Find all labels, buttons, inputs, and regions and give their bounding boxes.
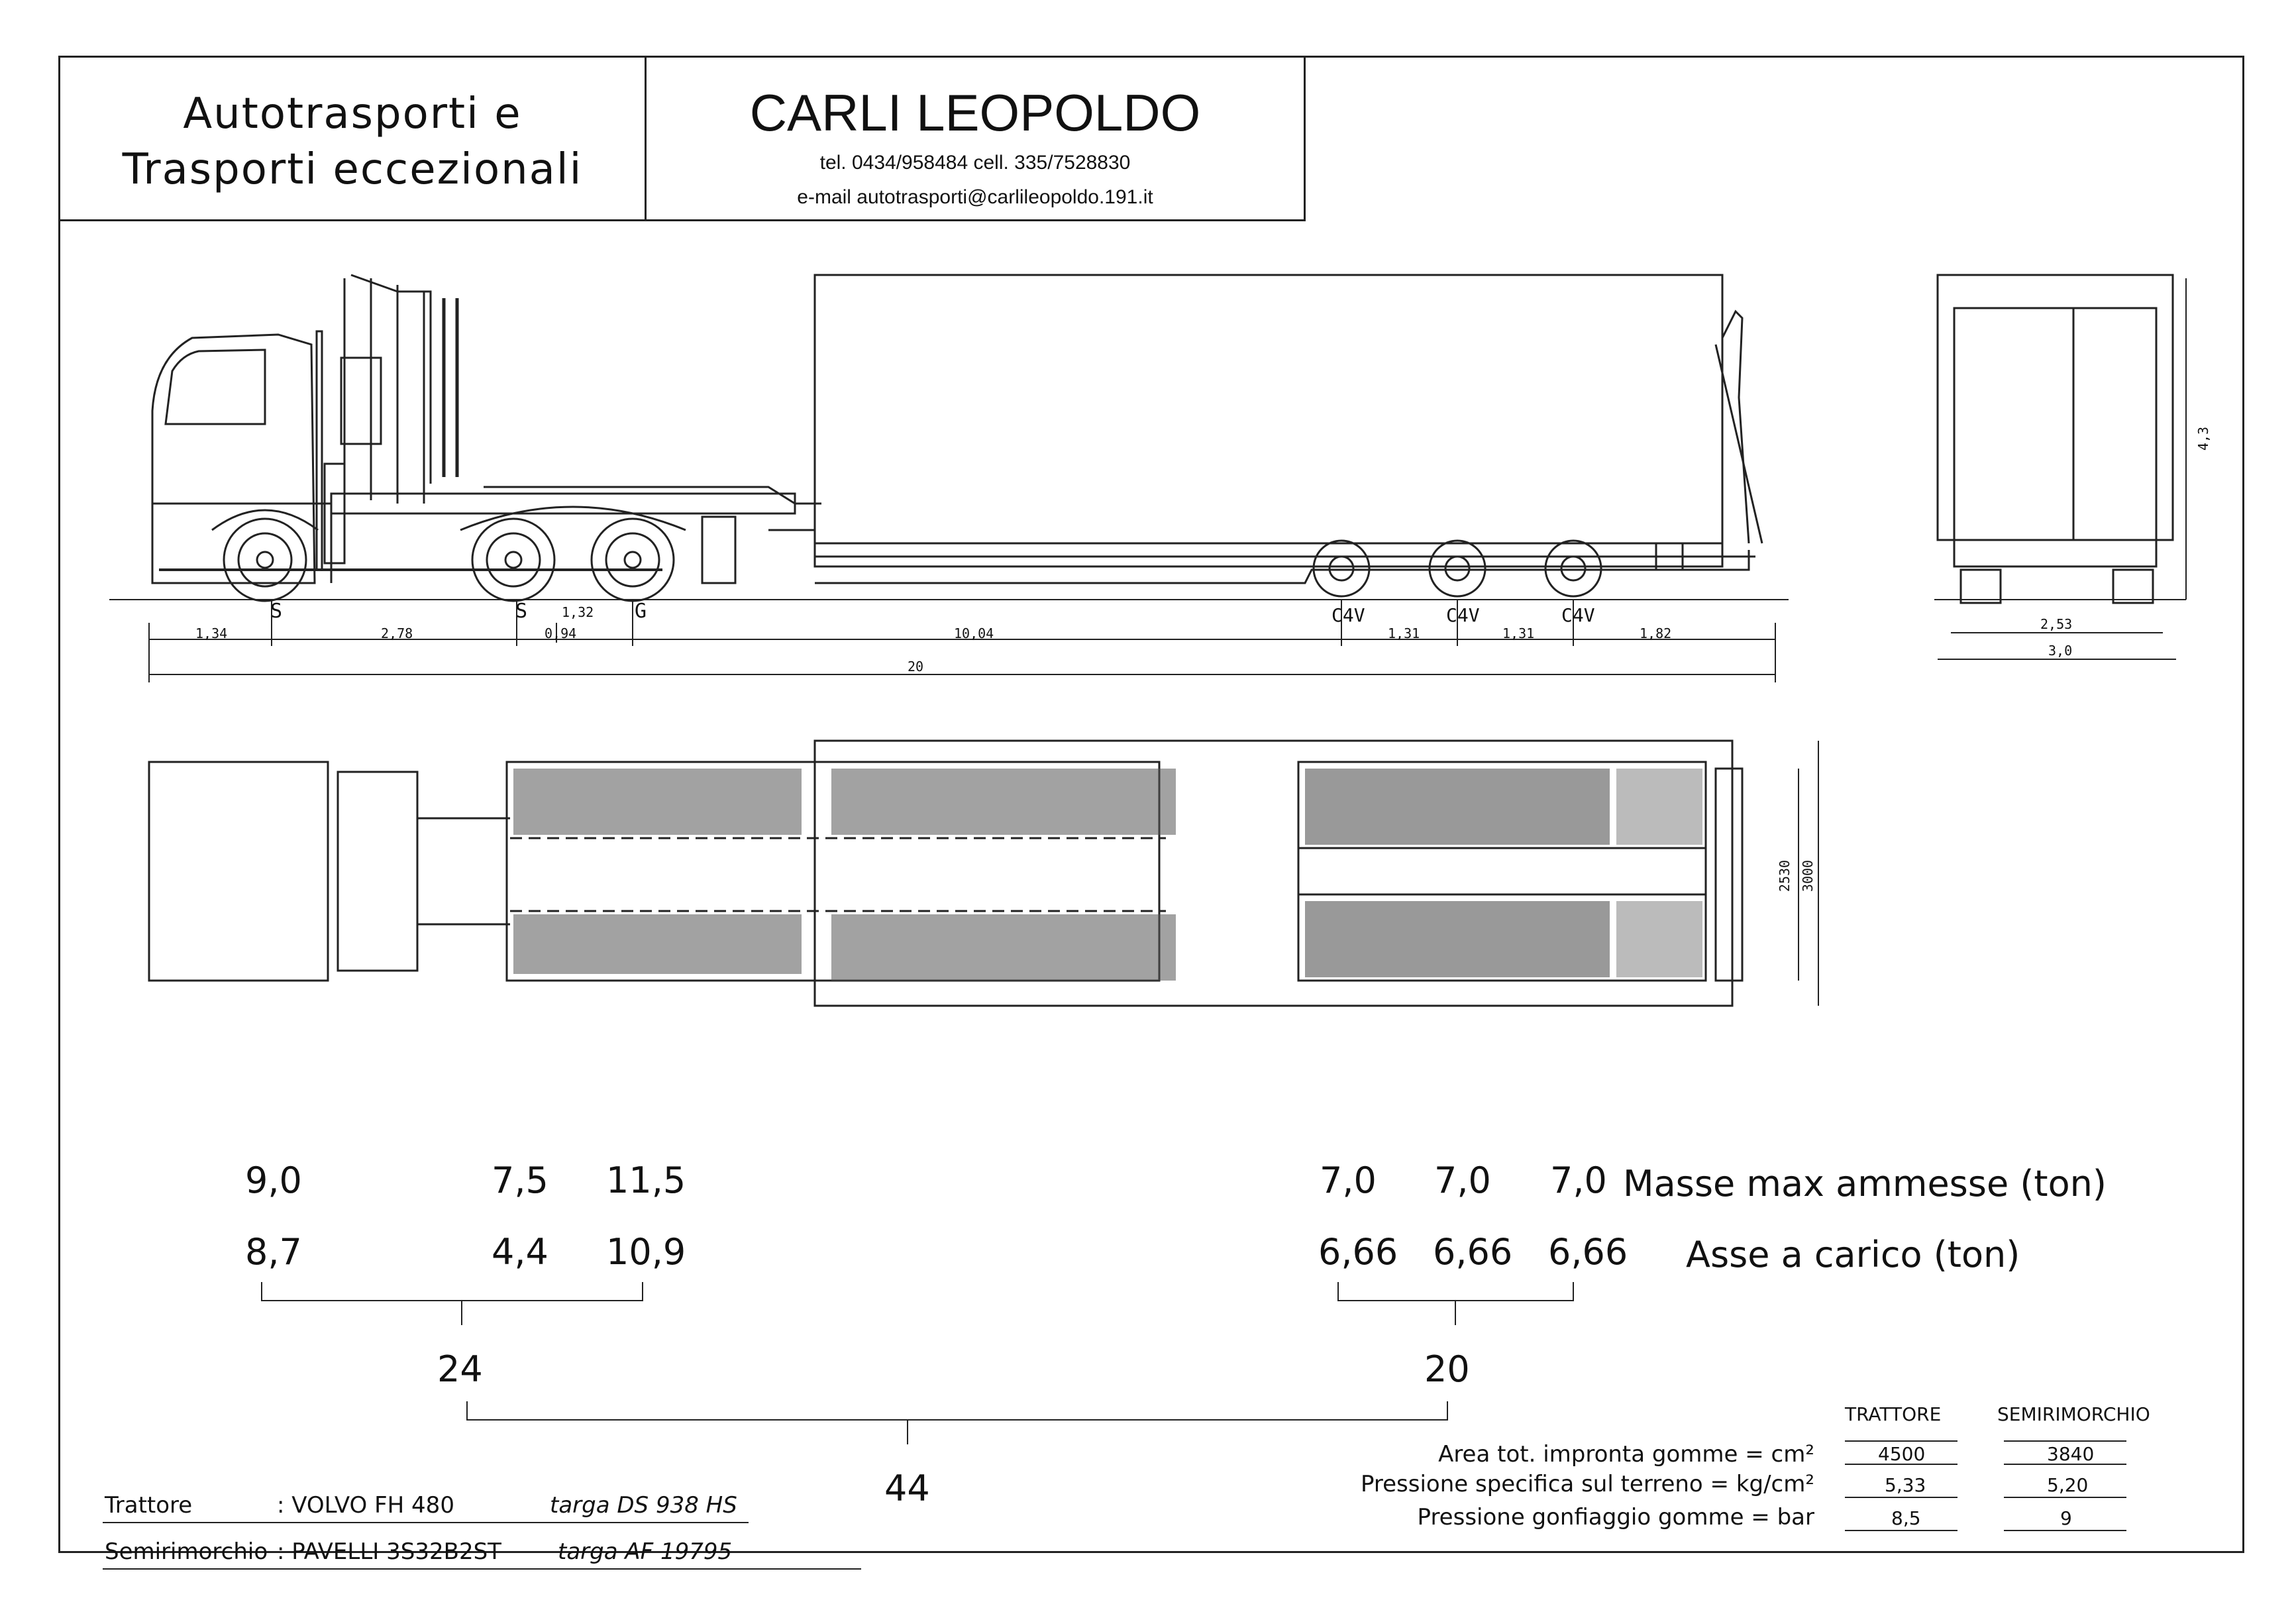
tractor-max-3: 11,5 xyxy=(606,1159,686,1201)
row-pressure-trailer: 5,20 xyxy=(2047,1474,2089,1496)
tractor-side-view xyxy=(151,274,821,602)
axle-label-2: S xyxy=(515,600,528,623)
tagline-line2: Trasporti eccezionali xyxy=(122,145,583,194)
axle-label-1: S xyxy=(270,600,283,623)
tractor-plate: targa DS 938 HS xyxy=(550,1492,737,1519)
top-view-hatching xyxy=(513,769,1702,981)
axle-label-4: C4V xyxy=(1331,604,1365,626)
row-area-trailer: 3840 xyxy=(2047,1443,2095,1465)
dim-seg-7: 1,31 xyxy=(1502,625,1535,641)
row-pressure-tractor: 5,33 xyxy=(1885,1474,1926,1496)
side-dimension-lines xyxy=(148,600,1776,682)
top-outer-width: 3000 xyxy=(1800,859,1816,892)
row-inflation-label: Pressione gonfiaggio gomme = bar xyxy=(1417,1504,1814,1531)
col-tractor: TRATTORE xyxy=(1845,1403,1942,1425)
company-phone: tel. 0434/958484 cell. 335/7528830 xyxy=(819,152,1131,174)
dim-height: 4,3 xyxy=(2195,426,2212,451)
company-email: e-mail autotrasporti@carlileopoldo.191.i… xyxy=(797,186,1153,208)
row-inflation-tractor: 8,5 xyxy=(1891,1507,1921,1529)
trailer-plate: targa AF 19795 xyxy=(558,1538,733,1565)
dim-seg-3: 1,32 xyxy=(562,604,594,620)
trailer-max-1: 7,0 xyxy=(1320,1159,1377,1201)
rear-view xyxy=(1934,274,2187,660)
max-mass-label: Masse max ammesse (ton) xyxy=(1623,1163,2107,1205)
dim-total-length: 20 xyxy=(908,659,924,674)
dim-width: 3,0 xyxy=(2048,643,2073,659)
row-pressure-label: Pressione specifica sul terreno = kg/cm² xyxy=(1360,1471,1814,1497)
col-trailer: SEMIRIMORCHIO xyxy=(1997,1403,2150,1425)
row-area-tractor: 4500 xyxy=(1878,1443,1926,1465)
dim-seg-8: 1,82 xyxy=(1640,625,1672,641)
dim-track: 2,53 xyxy=(2040,616,2073,632)
tagline-line1: Autotrasporti e xyxy=(183,89,522,138)
axle-load-label: Asse a carico (ton) xyxy=(1686,1234,2020,1275)
trailer-max-2: 7,0 xyxy=(1434,1159,1491,1201)
dim-seg-5: 10,04 xyxy=(954,625,994,641)
dim-seg-1: 1,34 xyxy=(195,625,228,641)
dim-seg-6: 1,31 xyxy=(1388,625,1420,641)
trailer-max-3: 7,0 xyxy=(1550,1159,1607,1201)
top-view xyxy=(148,739,1819,1007)
dim-seg-2: 2,78 xyxy=(381,625,413,641)
tractor-load-1: 8,7 xyxy=(245,1231,302,1273)
trailer-load-1: 6,66 xyxy=(1318,1231,1398,1273)
tractor-label: Trattore xyxy=(105,1492,193,1519)
axle-label-5: C4V xyxy=(1446,604,1480,626)
grand-total: 44 xyxy=(884,1468,930,1509)
company-name: CARLI LEOPOLDO xyxy=(749,83,1201,142)
row-area-label: Area tot. impronta gomme = cm² xyxy=(1438,1441,1814,1468)
tractor-max-1: 9,0 xyxy=(245,1159,302,1201)
axle-group-brackets xyxy=(103,1282,2126,1570)
row-inflation-trailer: 9 xyxy=(2060,1507,2072,1529)
tractor-load-3: 10,9 xyxy=(606,1231,686,1273)
header-company-box: CARLI LEOPOLDO tel. 0434/958484 cell. 33… xyxy=(645,56,1306,221)
axle-label-3: G xyxy=(635,600,647,623)
tractor-total: 24 xyxy=(437,1348,483,1390)
tractor-load-2: 4,4 xyxy=(492,1231,548,1273)
trailer-load-3: 6,66 xyxy=(1548,1231,1628,1273)
dim-seg-4: 0,94 xyxy=(545,625,577,641)
tractor-max-2: 7,5 xyxy=(492,1159,548,1201)
trailer-load-2: 6,66 xyxy=(1433,1231,1513,1273)
top-inner-width: 2530 xyxy=(1777,859,1793,892)
trailer-model: : PAVELLI 3S32B2ST xyxy=(277,1538,501,1565)
trailer-label: Semirimorchio xyxy=(105,1538,268,1565)
tractor-model: : VOLVO FH 480 xyxy=(277,1492,454,1519)
header-tagline-box: Autotrasporti e Trasporti eccezionali xyxy=(58,56,647,221)
trailer-total: 20 xyxy=(1424,1348,1470,1390)
trailer-side-view xyxy=(768,274,1763,598)
axle-label-6: C4V xyxy=(1561,604,1595,626)
